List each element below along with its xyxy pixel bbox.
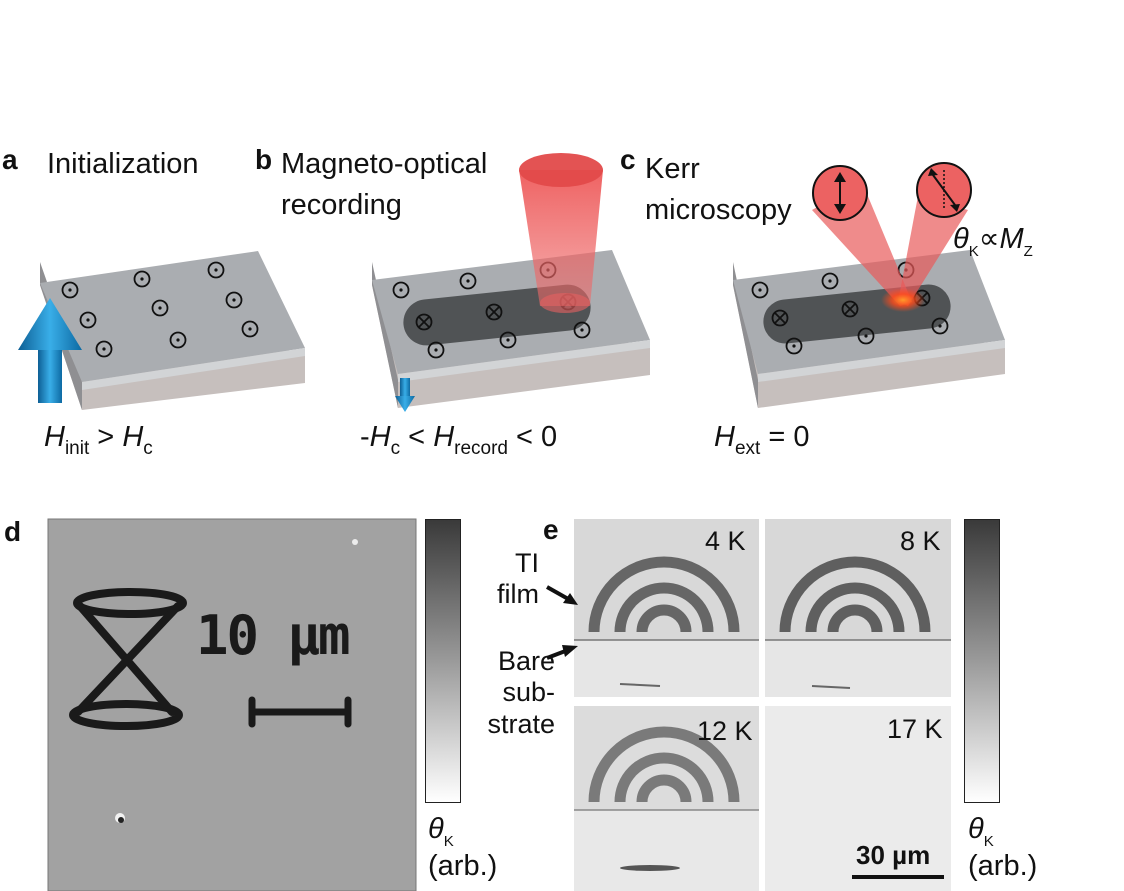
slab-a — [40, 251, 305, 410]
annotation-arrows — [546, 585, 578, 660]
hourglass-mark — [69, 588, 187, 730]
kerr-image-e-8K — [765, 519, 951, 697]
colorbar-d-unit: (arb.) — [428, 850, 498, 882]
kerr-image-e-4K — [574, 519, 759, 697]
kerr-image-d — [47, 518, 417, 891]
panel-b-title-line2: recording — [281, 189, 402, 221]
field-arrow-down-icon — [395, 378, 415, 412]
temperature-label: 17 K — [887, 714, 943, 744]
slab-c — [733, 250, 1005, 408]
temperature-label: 8 K — [900, 526, 941, 556]
kerr-image-e-12K — [574, 706, 759, 891]
colorbar-d — [425, 519, 461, 803]
panel-b-title-line1: Magneto-optical — [281, 148, 488, 180]
field-condition-c: Hext = 0 — [714, 421, 810, 459]
panel-label-d: d — [4, 516, 22, 547]
slab-b — [372, 250, 650, 408]
label-ti-film: TI film — [497, 548, 539, 610]
laser-beam-b — [519, 153, 603, 313]
kerr-image-e-17K — [765, 706, 951, 891]
colorbar-e-unit: (arb.) — [968, 850, 1038, 882]
kerr-beams — [812, 162, 972, 312]
temperature-label: 4 K — [705, 526, 746, 556]
panel-label-c: c — [620, 144, 636, 175]
label-bare-substrate: Bare sub- strate — [487, 646, 555, 739]
written-text-10um: 10 µm — [196, 604, 351, 667]
panel-a-title: Initialization — [47, 148, 199, 180]
kerr-relation: θK∝MZ — [953, 223, 1033, 260]
colorbar-e — [964, 519, 1000, 803]
written-scalebar — [248, 696, 352, 728]
panel-label-b: b — [255, 144, 273, 175]
colorbar-e-label: θK — [968, 813, 994, 850]
field-arrow-up-icon — [18, 298, 82, 403]
colorbar-d-label: θK — [428, 813, 454, 850]
field-condition-b: -Hc < Hrecord < 0 — [360, 421, 558, 459]
panel-c-title-line2: microscopy — [645, 194, 792, 226]
temperature-label: 12 K — [697, 716, 753, 746]
panel-label-a: a — [2, 144, 18, 175]
panel-label-e: e — [543, 514, 559, 545]
field-condition-a: Hinit > Hc — [44, 421, 153, 459]
polarization-vertical-icon — [812, 165, 868, 221]
polarization-rotated-icon — [916, 162, 972, 218]
panel-c-title-line1: Kerr — [645, 153, 700, 185]
scalebar-label: 30 µm — [856, 840, 931, 870]
